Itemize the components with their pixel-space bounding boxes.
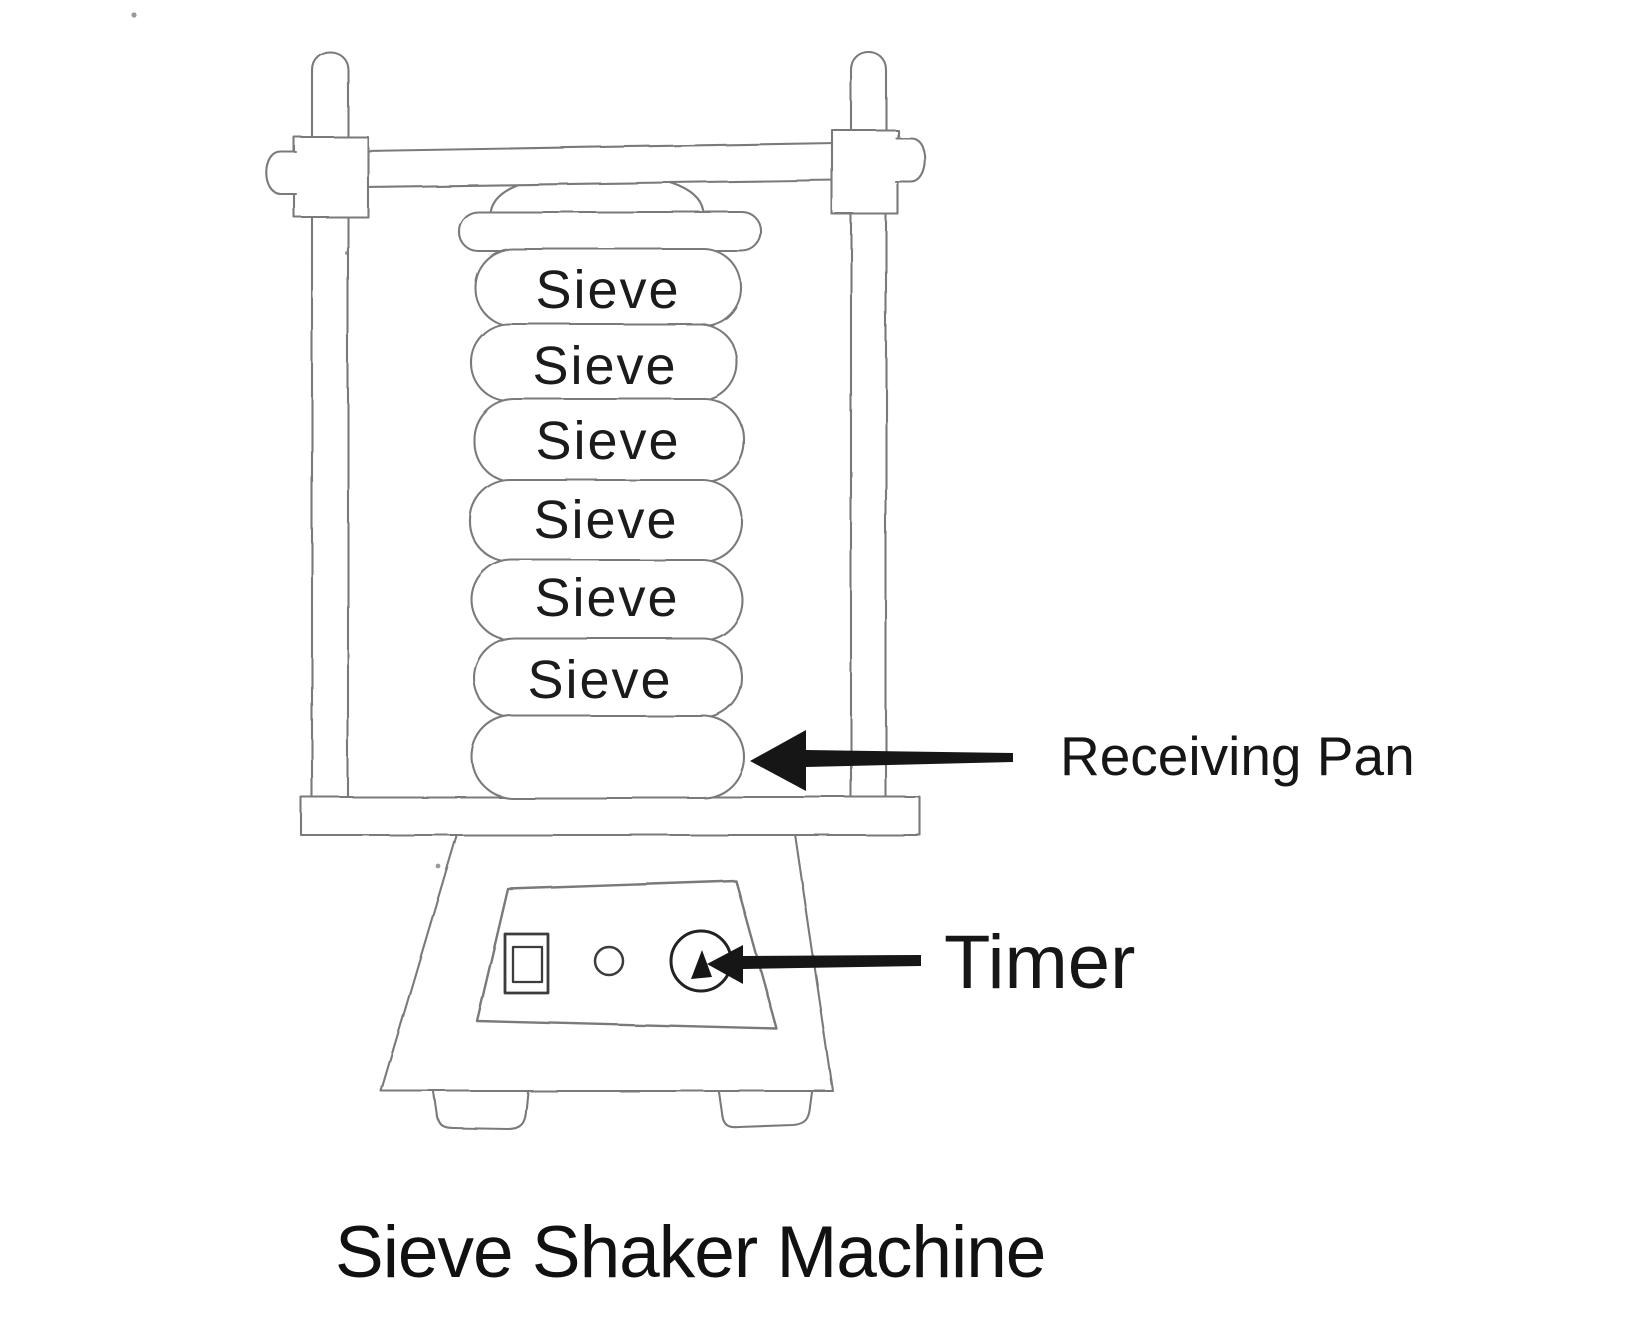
left-foot (432, 1090, 530, 1131)
sieve-label: Sieve (533, 490, 678, 550)
receiving-pan-arrow (750, 730, 1013, 791)
right-clamp (830, 128, 900, 216)
support-platform (299, 795, 922, 837)
top-lid (457, 210, 763, 253)
left-support-rod (310, 50, 350, 801)
indicator-light (593, 945, 625, 977)
pencil-speck (435, 863, 441, 869)
right-clamp-knob (894, 136, 927, 184)
timer-knob-pointer (691, 950, 712, 979)
diagram-title: Sieve Shaker Machine (335, 1212, 1045, 1293)
right-foot (717, 1090, 814, 1129)
sieve-label: Sieve (532, 336, 677, 396)
receiving-pan (470, 714, 746, 800)
sieve-label: Sieve (535, 411, 680, 471)
sieve-label: Sieve (534, 568, 679, 628)
receiving-pan-label: Receiving Pan (1060, 725, 1415, 787)
sieve-label: Sieve (527, 650, 672, 710)
top-crossbar (362, 141, 838, 189)
right-support-rod (849, 50, 888, 801)
left-clamp-knob (265, 150, 298, 196)
control-group (503, 929, 733, 995)
timer-label: Timer (944, 920, 1135, 1005)
pencil-speck (131, 12, 137, 18)
left-clamp (292, 135, 370, 219)
sieve-label: Sieve (535, 260, 680, 320)
timer-arrow (707, 945, 921, 984)
power-switch-inner (511, 945, 544, 984)
